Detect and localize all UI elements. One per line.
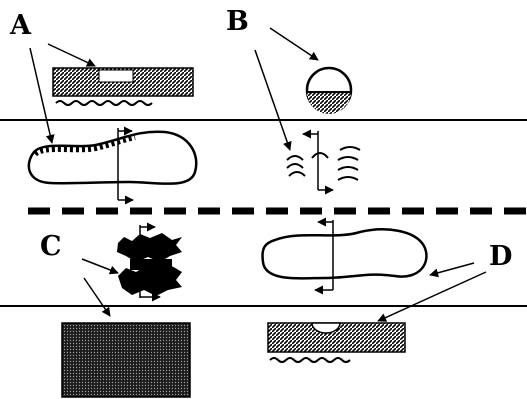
label-d: D (489, 241, 512, 272)
alligator-patch-c (117, 233, 182, 296)
core-sample-b (305, 66, 353, 114)
traffic-arrows-d (314, 217, 334, 295)
label-a: A (9, 10, 32, 41)
cross-section-d (267, 322, 406, 363)
cross-section-a (52, 67, 194, 106)
patch-d-outline (261, 228, 428, 280)
leader-b-core (269, 27, 319, 61)
traffic-arrows-c (139, 222, 161, 302)
leader-d-section (377, 271, 487, 322)
leader-a-section (47, 43, 96, 67)
cross-section-c (61, 322, 191, 398)
leader-d-patch (429, 262, 475, 278)
patch-a-outline (27, 130, 198, 186)
traffic-arrows-a (117, 126, 134, 205)
leader-b-ravel (254, 49, 292, 151)
leader-c-patch (81, 258, 119, 275)
label-b: B (226, 6, 249, 37)
label-c: C (40, 231, 62, 262)
ravel-marks-b (286, 146, 361, 181)
leader-c-section (83, 277, 111, 317)
leader-a-patch (29, 47, 55, 144)
traffic-arrows-b (302, 129, 334, 195)
